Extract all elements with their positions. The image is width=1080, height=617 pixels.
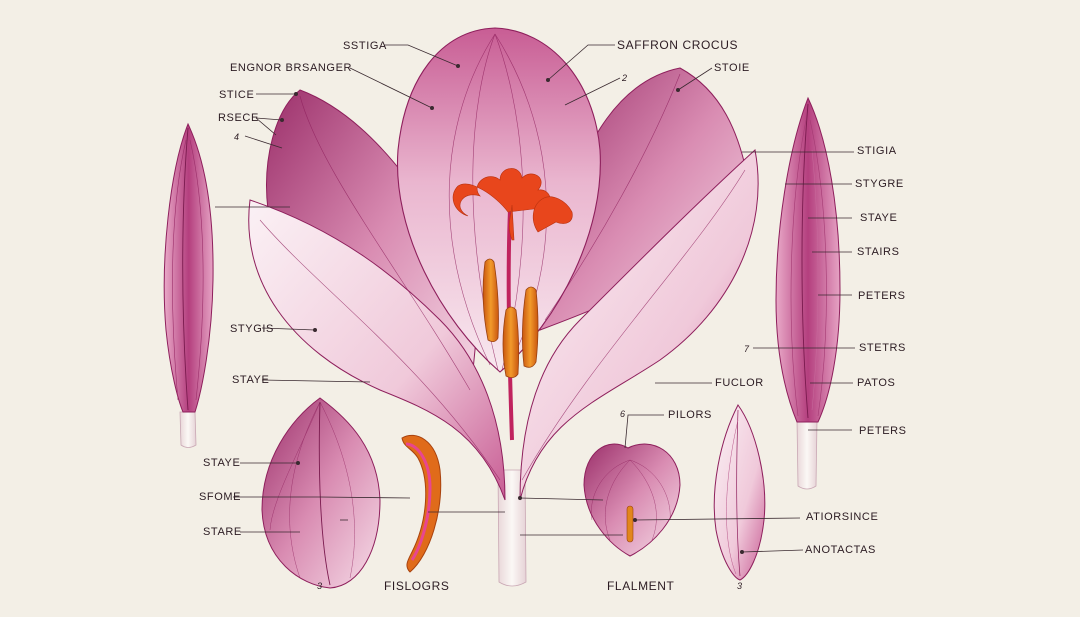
label-stigia: STIGIA	[857, 145, 897, 157]
label-sfome: SFOME	[199, 491, 241, 503]
label-staye-right: STAYE	[860, 212, 897, 224]
curved-anther	[402, 435, 441, 572]
label-stice: STICE	[219, 89, 254, 101]
label-stygre: STYGRE	[855, 178, 904, 190]
label-number-7: 7	[744, 343, 749, 355]
label-flalment: FLALMENT	[607, 580, 674, 592]
label-number-4: 4	[234, 131, 239, 143]
label-number-3-right: 3	[737, 580, 742, 592]
label-engnor-brsanger: ENGNOR BRSANGER	[230, 62, 352, 74]
label-sstiga: SSTIGA	[343, 40, 387, 52]
label-number-6: 6	[620, 408, 625, 420]
label-stairs: STAIRS	[857, 246, 900, 258]
label-peters-upper: PETERS	[858, 290, 906, 302]
left-bud	[164, 124, 213, 448]
label-stare: STARE	[203, 526, 242, 538]
label-rsece: RSECE	[218, 112, 259, 124]
label-saffron-crocus: SAFFRON CROCUS	[617, 39, 738, 51]
label-staye-bottom: STAYE	[203, 457, 240, 469]
narrow-petal	[714, 405, 765, 580]
label-fislogrs: FISLOGRS	[384, 580, 449, 592]
label-patos: PATOS	[857, 377, 895, 389]
label-peters-lower: PETERS	[859, 425, 907, 437]
label-fuclor: FUCLOR	[715, 377, 764, 389]
label-atiorsince: ATIORSINCE	[806, 511, 878, 523]
petal-cross-section	[262, 398, 380, 588]
label-staye-left: STAYE	[232, 374, 269, 386]
label-number-3-left: 3	[317, 580, 322, 592]
label-pilors: PILORS	[668, 409, 712, 421]
label-number-2: 2	[622, 72, 627, 84]
label-stygis: STYGIS	[230, 323, 274, 335]
label-stetrs: STETRS	[859, 342, 906, 354]
label-anotactas: ANOTACTAS	[805, 544, 876, 556]
label-stoie: STOIE	[714, 62, 750, 74]
